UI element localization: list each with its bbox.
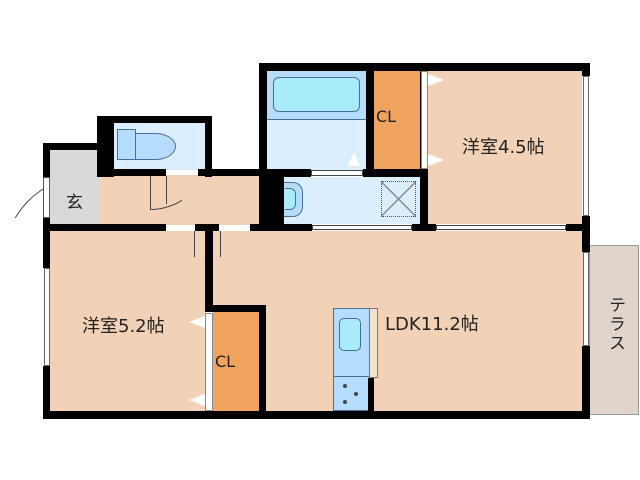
ldk-label: LDK11.2帖 bbox=[385, 314, 479, 335]
genkan-area-lower bbox=[50, 175, 100, 225]
terrace bbox=[589, 245, 639, 415]
wall bbox=[363, 169, 428, 177]
wall bbox=[43, 224, 50, 268]
wall bbox=[43, 224, 166, 231]
wall bbox=[368, 378, 374, 413]
closet-1-door-marker bbox=[428, 74, 444, 86]
closet-1-label: CL bbox=[376, 107, 397, 126]
wall bbox=[420, 169, 428, 231]
wall bbox=[582, 346, 590, 419]
wall bbox=[97, 116, 114, 177]
terrace-label: テラス bbox=[605, 296, 625, 353]
wall bbox=[582, 216, 590, 252]
western-room-4-5-label: 洋室4.5帖 bbox=[462, 137, 545, 158]
washroom-sliding-door[interactable] bbox=[312, 225, 412, 230]
room-5-2-window[interactable] bbox=[44, 268, 50, 366]
ldk-door bbox=[220, 231, 221, 257]
genkan-area bbox=[50, 150, 100, 175]
wall bbox=[205, 305, 266, 312]
toilet-tank bbox=[117, 129, 136, 160]
wall bbox=[43, 218, 50, 226]
stove-burner-icon bbox=[354, 392, 358, 396]
wall bbox=[114, 169, 166, 176]
wall bbox=[259, 169, 311, 177]
wall bbox=[205, 224, 213, 311]
entrance-door[interactable] bbox=[43, 177, 50, 218]
wall bbox=[43, 411, 590, 419]
closet-1 bbox=[374, 70, 420, 170]
toilet-door bbox=[166, 176, 167, 204]
wall bbox=[259, 169, 284, 231]
closet-2-door[interactable] bbox=[205, 313, 213, 411]
wall bbox=[43, 143, 100, 150]
wall bbox=[412, 224, 436, 231]
wall bbox=[366, 63, 374, 177]
wall bbox=[205, 116, 212, 177]
wall bbox=[97, 116, 212, 123]
wall bbox=[250, 224, 312, 231]
bathtub bbox=[273, 77, 360, 112]
ldk-room bbox=[213, 231, 583, 411]
kitchen-backsplash bbox=[369, 308, 378, 378]
wall bbox=[43, 366, 50, 419]
genkan-label: 玄 bbox=[66, 193, 83, 213]
stove-burner-icon bbox=[343, 384, 347, 388]
closet-1-door-marker bbox=[428, 154, 444, 166]
wall bbox=[259, 305, 266, 415]
wall bbox=[259, 63, 267, 177]
western-room-5-2 bbox=[50, 231, 206, 411]
washbasin-bowl bbox=[285, 188, 296, 210]
bathroom-door-marker bbox=[348, 152, 360, 166]
closet-2-label: CL bbox=[215, 352, 236, 371]
wall bbox=[43, 143, 50, 177]
stove-burner-icon bbox=[343, 400, 347, 404]
kitchen-counter-divider bbox=[334, 376, 369, 377]
toilet-bowl bbox=[135, 133, 176, 160]
ldk-terrace-window[interactable] bbox=[583, 252, 589, 346]
closet-1-door[interactable] bbox=[421, 71, 428, 169]
closet-2-door-marker bbox=[189, 316, 205, 328]
western-room-5-2-label: 洋室5.2帖 bbox=[82, 316, 165, 337]
room-5-2-door bbox=[194, 231, 195, 257]
washing-machine-space bbox=[381, 181, 416, 217]
room-4-5-window[interactable] bbox=[583, 76, 589, 216]
bathroom-door[interactable] bbox=[311, 170, 363, 176]
wall bbox=[582, 63, 590, 76]
wall bbox=[566, 224, 590, 231]
wall bbox=[198, 169, 260, 176]
room-4-5-sliding-door[interactable] bbox=[436, 225, 566, 230]
closet-2 bbox=[213, 312, 259, 411]
kitchen-sink bbox=[339, 318, 361, 351]
western-room-4-5 bbox=[428, 70, 582, 224]
closet-2-door-marker bbox=[189, 394, 205, 406]
